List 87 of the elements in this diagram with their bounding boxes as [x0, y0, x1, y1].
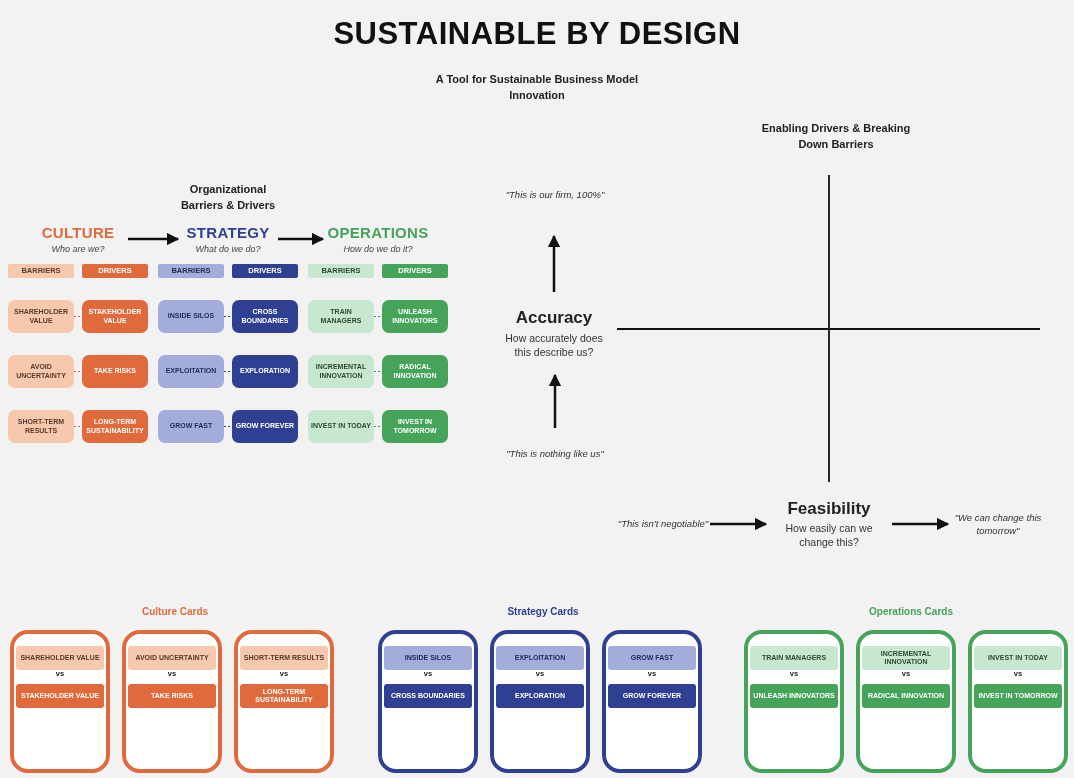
quote-text: "This is our firm, 100%" [505, 188, 605, 202]
dotted-connector [73, 316, 83, 317]
category-title: OPERATIONS [327, 223, 429, 241]
barrier-barrier-driver-box [8, 300, 74, 333]
dotted-connector [223, 426, 233, 427]
driver-barrier-driver-box [82, 300, 148, 333]
dotted-connector [223, 316, 233, 317]
barrier-barrier-driver-box [8, 355, 74, 388]
driver-card-tag [16, 684, 104, 708]
dotted-connector [373, 316, 383, 317]
driver-barrier-driver-box [382, 355, 448, 388]
barrier-barrier-driver-box [308, 300, 374, 333]
subtitle: Organizational Barriers & Drivers [179, 182, 277, 213]
card [122, 630, 222, 773]
card [234, 630, 334, 773]
arrow [128, 232, 180, 246]
driver-barrier-driver-box [232, 355, 298, 388]
barrier-card-tag [496, 646, 584, 670]
title: SUSTAINABLE BY DESIGN [332, 16, 742, 52]
driver-barrier-driver-box [382, 410, 448, 443]
driver-column-tag [82, 264, 148, 278]
category-question: Who are we? [51, 243, 105, 255]
card [602, 630, 702, 773]
card [10, 630, 110, 773]
axis-question: How easily can we change this? [784, 521, 874, 550]
dotted-connector [73, 426, 83, 427]
driver-card-tag [750, 684, 838, 708]
driver-barrier-driver-box [82, 355, 148, 388]
barrier-card-tag [128, 646, 216, 670]
category-title: CULTURE [41, 223, 115, 241]
barrier-card-tag [608, 646, 696, 670]
arrow [278, 232, 325, 246]
driver-column-tag [382, 264, 448, 278]
card [490, 630, 590, 773]
subtitle: Enabling Drivers & Breaking Down Barriers [761, 121, 911, 152]
axis-title: Feasibility [787, 498, 871, 519]
driver-card-tag [128, 684, 216, 708]
barrier-barrier-driver-box [158, 410, 224, 443]
card [744, 630, 844, 773]
barrier-barrier-driver-box [308, 410, 374, 443]
arrow [710, 517, 768, 531]
barrier-card-tag [16, 646, 104, 670]
dotted-connector [373, 371, 383, 372]
axis-title: Accuracy [515, 308, 593, 328]
driver-card-tag [496, 684, 584, 708]
quote-text: "This isn't negotiable" [617, 517, 709, 531]
barrier-card-tag [974, 646, 1062, 670]
barrier-column-tag [308, 264, 374, 278]
driver-card-tag [974, 684, 1062, 708]
card [968, 630, 1068, 773]
quote-text: "This is nothing like us" [506, 446, 604, 460]
barrier-card-tag [384, 646, 472, 670]
barrier-barrier-driver-box [8, 410, 74, 443]
driver-column-tag [232, 264, 298, 278]
driver-card-tag [384, 684, 472, 708]
barrier-card-tag [240, 646, 328, 670]
barrier-barrier-driver-box [158, 355, 224, 388]
section-heading: Culture Cards [140, 605, 210, 619]
driver-barrier-driver-box [232, 410, 298, 443]
driver-barrier-driver-box [232, 300, 298, 333]
barrier-column-tag [158, 264, 224, 278]
card [856, 630, 956, 773]
quote-text: "We can change this tomorrow" [953, 510, 1043, 538]
dotted-connector [373, 426, 383, 427]
dotted-connector [223, 371, 233, 372]
subtitle: A Tool for Sustainable Business Model Innovation [434, 72, 640, 103]
arrow [547, 234, 561, 292]
driver-card-tag [862, 684, 950, 708]
barrier-card-tag [862, 646, 950, 670]
arrow [548, 373, 562, 428]
barrier-barrier-driver-box [158, 300, 224, 333]
category-title: STRATEGY [186, 223, 270, 241]
barrier-column-tag [8, 264, 74, 278]
card [378, 630, 478, 773]
driver-barrier-driver-box [82, 410, 148, 443]
driver-card-tag [608, 684, 696, 708]
section-heading: Operations Cards [868, 605, 954, 619]
axis-question: How accurately does this describe us? [504, 330, 604, 359]
driver-card-tag [240, 684, 328, 708]
category-question: What do we do? [195, 243, 261, 255]
driver-barrier-driver-box [382, 300, 448, 333]
barrier-card-tag [750, 646, 838, 670]
dotted-connector [73, 371, 83, 372]
barrier-barrier-driver-box [308, 355, 374, 388]
section-heading: Strategy Cards [506, 605, 580, 619]
category-question: How do we do it? [343, 243, 413, 255]
arrow [892, 517, 950, 531]
